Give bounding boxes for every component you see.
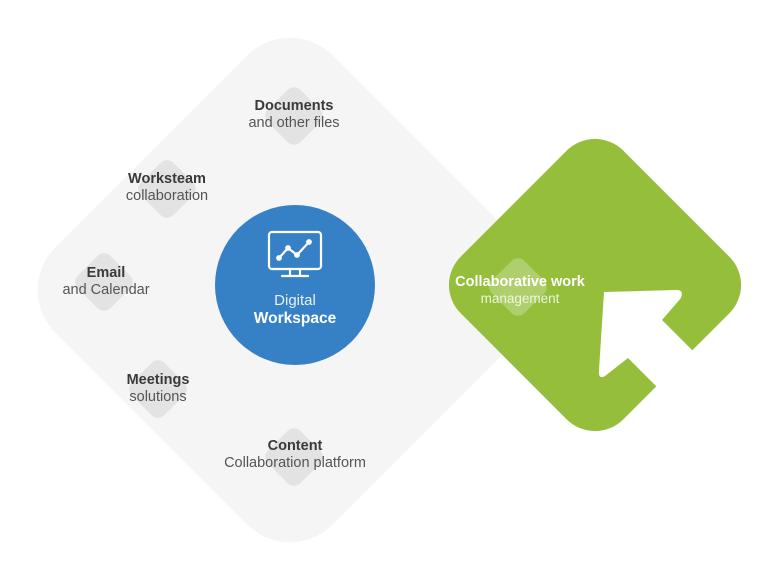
item-title: Worksteam <box>128 171 206 187</box>
item-subtitle: and other files <box>248 114 340 131</box>
highlight-label: Collaborative work management <box>455 274 585 308</box>
center-label: Digital Workspace <box>254 292 336 329</box>
highlight-subtitle: management <box>480 291 560 307</box>
highlight-title: Collaborative work <box>455 274 585 290</box>
item-subtitle: Collaboration platform <box>224 454 366 471</box>
center-line2: Workspace <box>253 310 337 327</box>
item-subtitle: and Calendar <box>62 281 150 298</box>
item-title: Content <box>267 438 323 454</box>
center-circle <box>215 205 375 365</box>
item-title: Meetings <box>126 372 190 388</box>
item-documents: Documents and other files <box>248 98 339 131</box>
item-meetings: Meetings solutions <box>127 372 190 405</box>
monitor-chart-icon <box>267 230 323 278</box>
item-title: Documents <box>254 98 334 114</box>
item-title: Email <box>86 265 126 281</box>
item-subtitle: solutions <box>129 388 187 405</box>
center-line1: Digital <box>274 292 316 309</box>
highlight-badge <box>489 258 547 316</box>
item-subtitle: collaboration <box>125 187 209 204</box>
arrow-up-left-icon <box>598 290 712 406</box>
item-worksteam: Worksteam collaboration <box>126 171 208 204</box>
item-content: Content Collaboration platform <box>224 438 366 471</box>
item-email: Email and Calendar <box>62 265 149 298</box>
